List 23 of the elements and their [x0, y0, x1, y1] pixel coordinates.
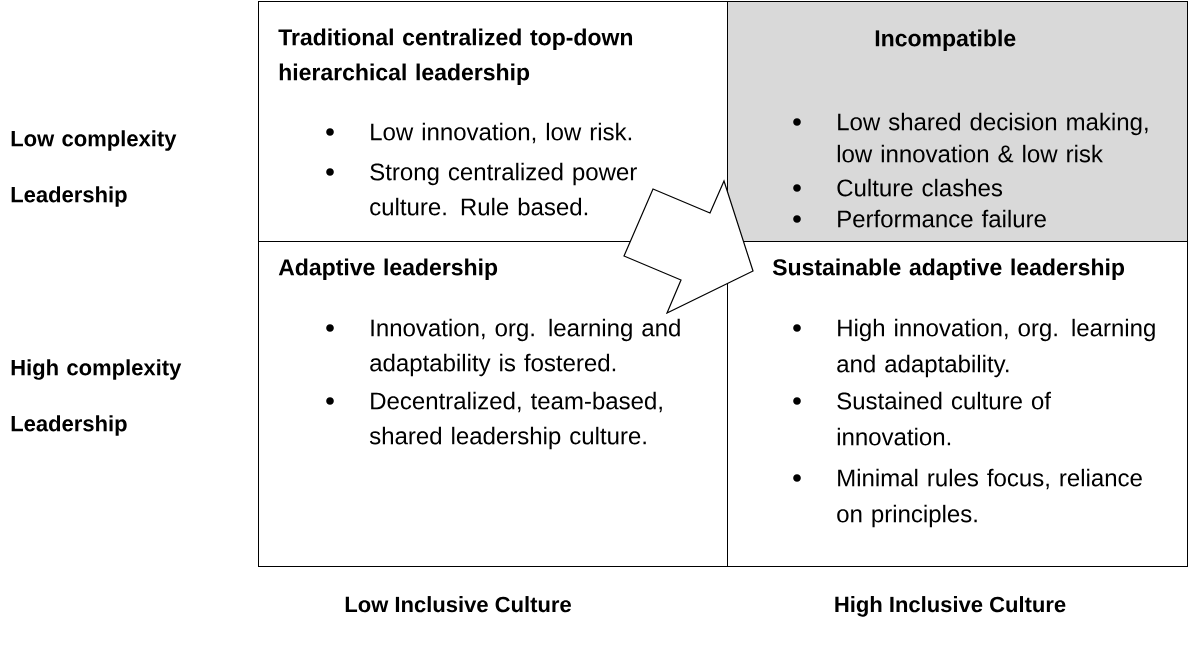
quadrant-box [258, 241, 728, 567]
quadrant-box [727, 241, 1188, 567]
quadrant-box [258, 1, 728, 242]
bullet-item: Minimal rules focus, reliance on principles. [837, 468, 1142, 528]
axis-label: High Inclusive Culture [835, 596, 1066, 617]
bullet-item: Strong centralized power culture. Rule based. [370, 162, 637, 216]
bullet-item: Culture clashes [837, 178, 1003, 197]
block-arrow [623, 179, 754, 315]
quadrant-heading: Traditional centralized top-down hierarchical leadership [278, 28, 633, 85]
bullet-item: Performance failure [838, 209, 1046, 228]
bullet-item: Low shared decision making, low innovation & low risk [837, 112, 1148, 163]
quadrant-box [727, 1, 1188, 242]
axis-label: High complexity Leadership [11, 359, 182, 436]
quadrant-heading: Incompatible [875, 29, 1016, 51]
bullet-item: Sustained culture of innovation. [837, 391, 1051, 446]
bullet-item: Innovation, org. learning and adaptability is fostered. [370, 318, 680, 377]
quadrant-heading: Adaptive leadership [278, 258, 498, 280]
quadrant-heading: Sustainable adaptive leadership [772, 258, 1125, 280]
axis-label: Low Inclusive Culture [345, 596, 571, 613]
axis-label: Low complexity Leadership [11, 130, 177, 207]
bullet-item: Low innovation, low risk. [371, 122, 632, 144]
bullet-item: Decentralized, team-based, shared leadership culture. [369, 391, 662, 450]
bullet-item: High innovation, org. learning and adaptability. [837, 318, 1155, 378]
